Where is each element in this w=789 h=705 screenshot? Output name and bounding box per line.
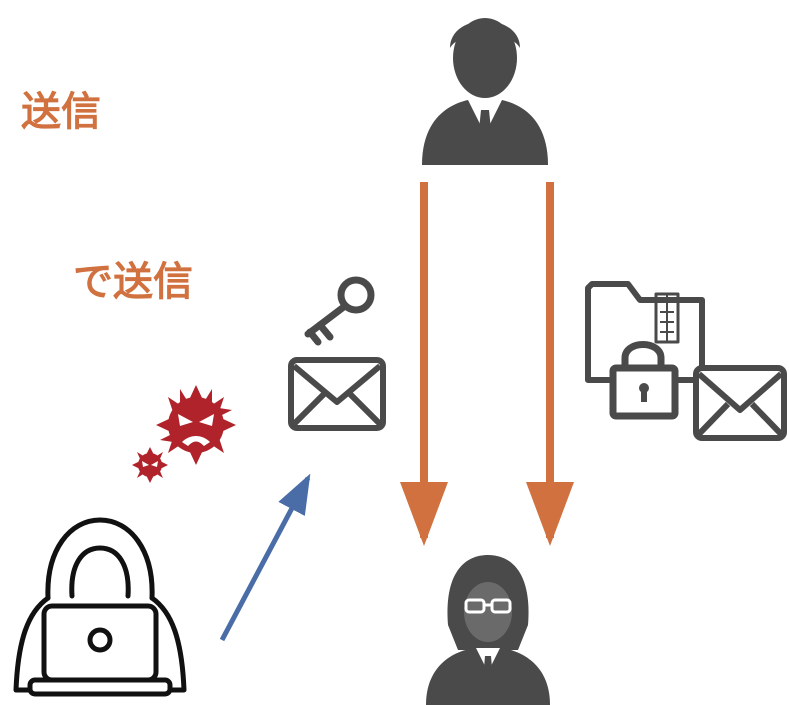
envelope-attachment-icon	[693, 365, 787, 441]
zip-folder-icon	[585, 281, 705, 383]
padlock-icon	[609, 341, 679, 420]
key-icon	[304, 276, 375, 346]
label-send-middle: で送信	[73, 259, 193, 305]
receiver-person-icon	[426, 555, 550, 705]
label-send-top: 送信	[21, 89, 101, 135]
virus-icon-large	[156, 385, 236, 465]
attack-arrow	[219, 473, 311, 642]
hacker-icon	[13, 517, 187, 697]
virus-icon-small	[132, 447, 168, 483]
envelope-icon	[288, 357, 386, 431]
sender-person-icon	[422, 18, 548, 165]
